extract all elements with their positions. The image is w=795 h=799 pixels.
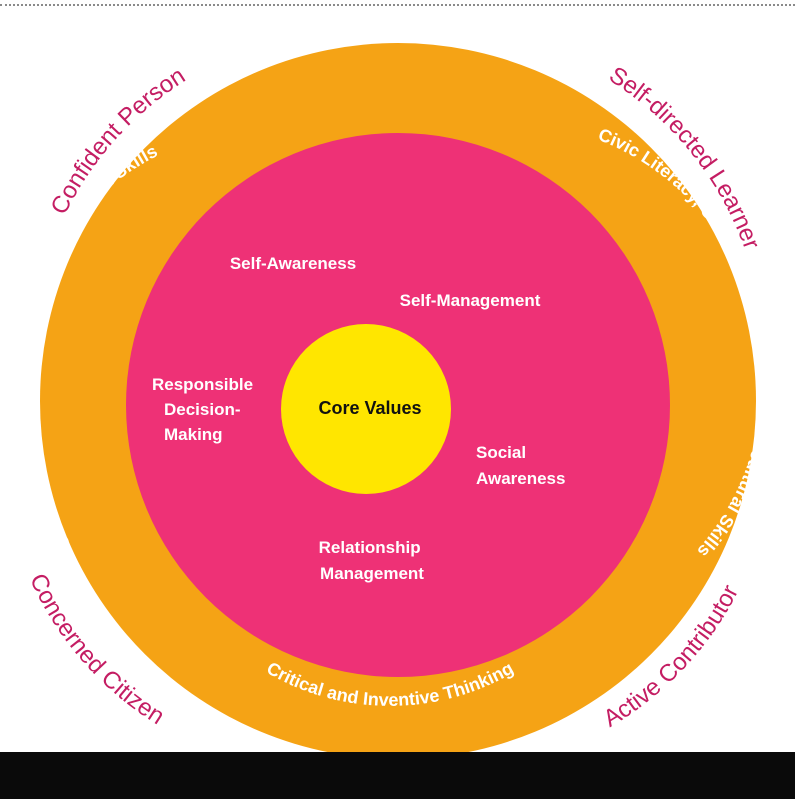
responsible-line-3: Making <box>164 425 223 444</box>
competency-diagram: Core Values Self-Awareness Self-Manageme… <box>24 43 766 759</box>
social-line-2: Awareness <box>476 469 565 488</box>
relationship-line-2: Management <box>320 564 424 583</box>
top-dotted-border <box>0 4 795 6</box>
bottom-black-bar <box>0 752 795 799</box>
relationship-line-1: Relationship <box>319 538 421 557</box>
self-awareness-label: Self-Awareness <box>230 254 356 273</box>
core-values-label: Core Values <box>318 398 421 418</box>
social-line-1: Social <box>476 443 526 462</box>
responsible-decision-making-label: Responsible Decision- Making <box>152 375 258 444</box>
responsible-line-2: Decision- <box>164 400 241 419</box>
relationship-management-label: Relationship Management <box>319 538 426 583</box>
responsible-line-1: Responsible <box>152 375 253 394</box>
core-circle <box>281 324 451 494</box>
social-awareness-label: Social Awareness <box>476 443 565 488</box>
self-management-label: Self-Management <box>400 291 541 310</box>
